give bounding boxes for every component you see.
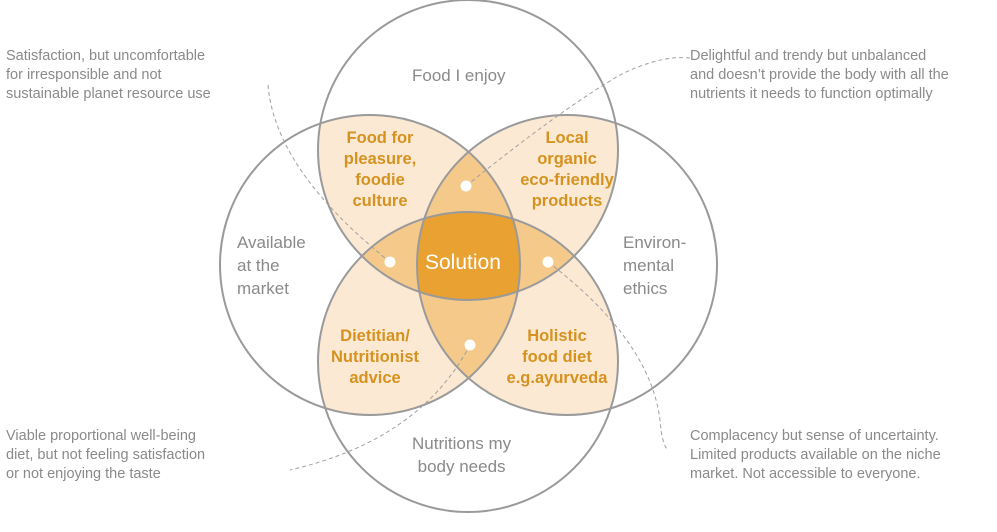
connector-top-right (465, 57, 691, 187)
note-bottom-left: Viable proportional well-being diet, but… (6, 428, 206, 482)
region-label-top-right: Local organic eco-friendly products (520, 129, 614, 210)
connector-top-left (267, 84, 391, 263)
region-label-bottom-left: Dietitian/ Nutritionist advice (331, 327, 419, 387)
region-label-center: Solution (425, 251, 501, 274)
region-label-top-left: Food for pleasure, foodie culture (343, 129, 417, 210)
note-top-left: Satisfaction, but uncomfortable for irre… (6, 48, 211, 102)
connector-bottom-left (289, 344, 471, 471)
circle-label-top: Food I enjoy (412, 66, 506, 85)
circle-label-left: Available at the market (237, 233, 306, 298)
dot-bottom (464, 339, 476, 351)
circle-label-right: Environ- mental ethics (623, 233, 687, 298)
connector-bottom-right (547, 261, 669, 451)
dot-left (384, 256, 396, 268)
circle-left (219, 114, 521, 416)
circle-right (416, 114, 718, 416)
note-top-right: Delightful and trendy but unbalanced and… (690, 48, 949, 102)
circle-label-bottom: Nutritions my body needs (412, 434, 512, 476)
circle-bottom (317, 211, 619, 513)
dot-top (460, 180, 472, 192)
region-triple-top (417, 115, 520, 300)
dot-right (542, 256, 554, 268)
region-label-bottom-right: Holistic food diet e.g.ayurveda (506, 327, 608, 387)
region-triple-bottom (417, 212, 520, 415)
note-bottom-right: Complacency but sense of uncertainty. Li… (690, 428, 941, 482)
circle-top (317, 0, 619, 301)
